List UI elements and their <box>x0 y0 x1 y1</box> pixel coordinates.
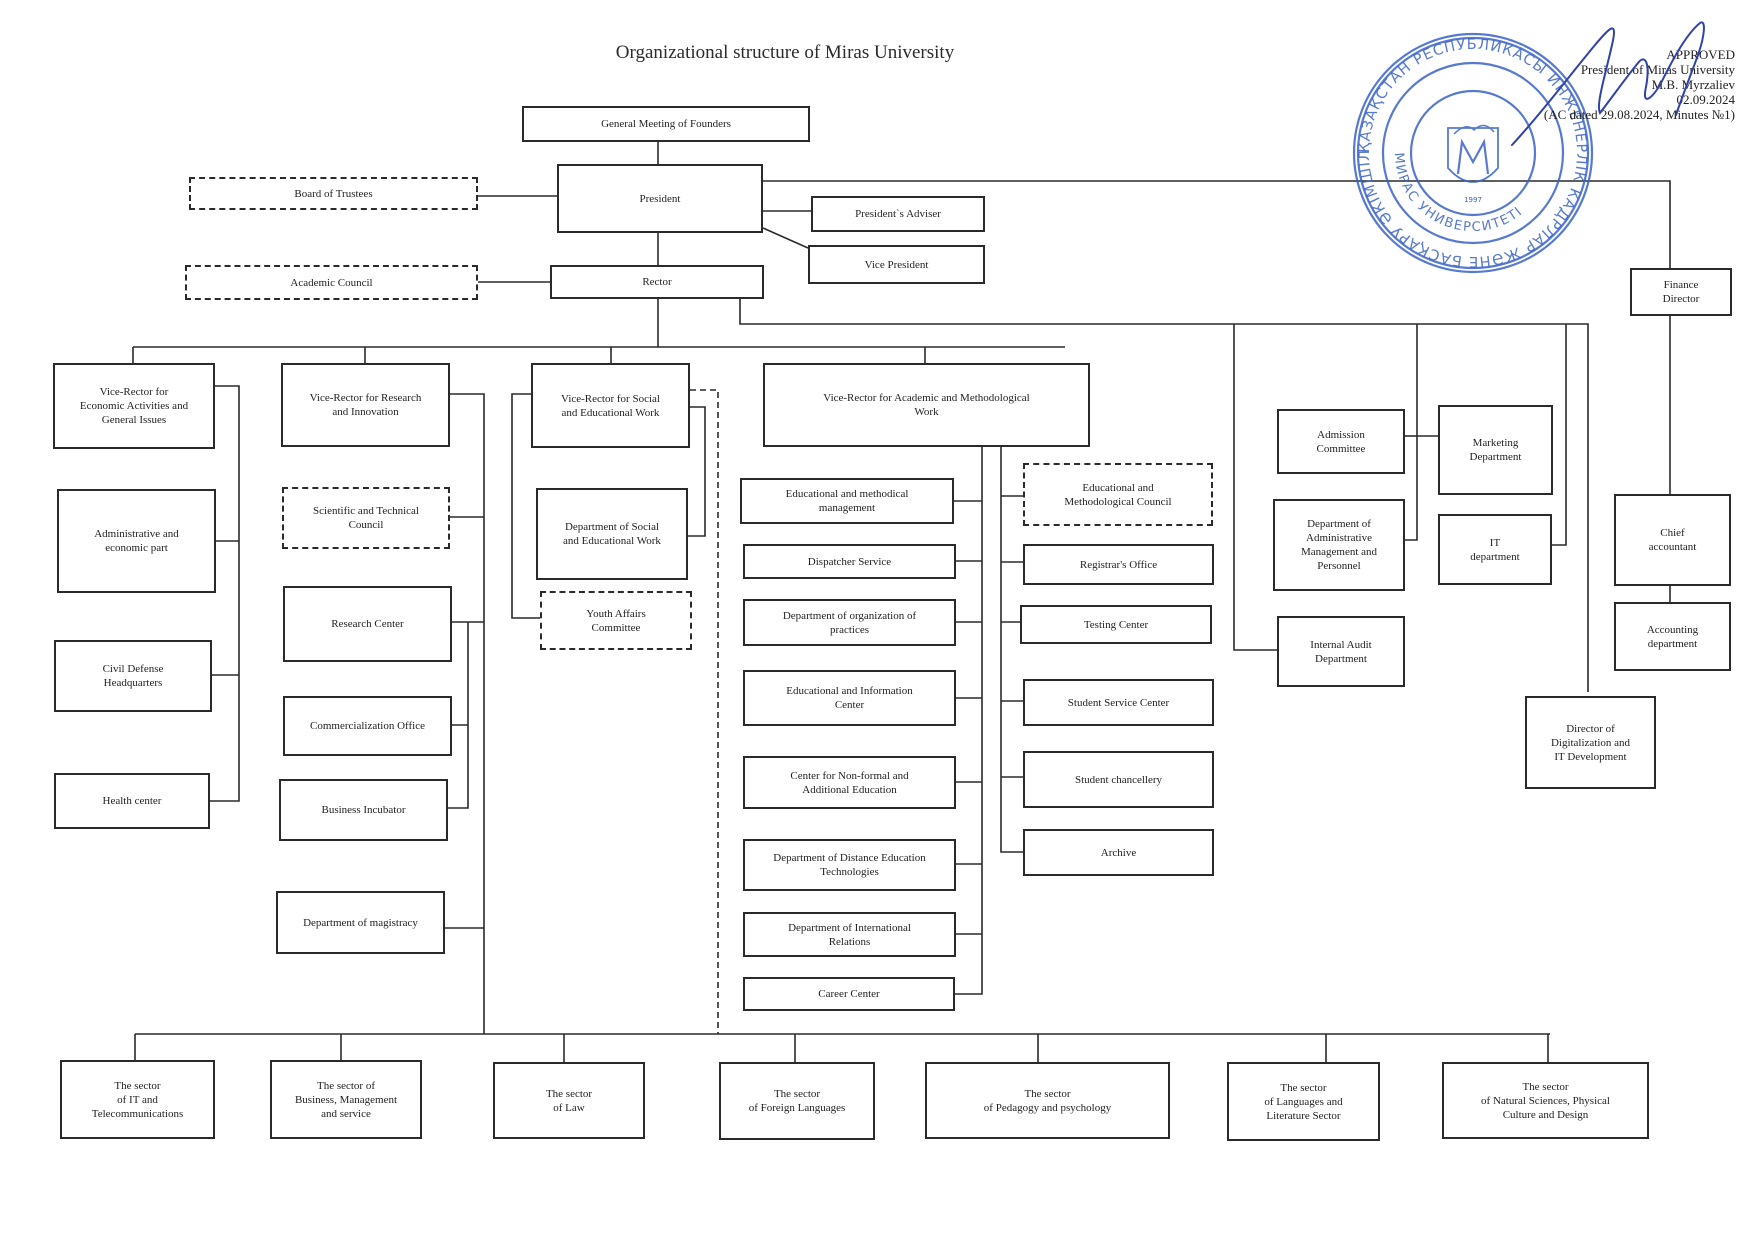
connector-it <box>1552 324 1567 546</box>
academic-council-box[interactable]: Academic Council <box>185 265 478 300</box>
sector-law[interactable]: The sector of Law <box>493 1062 645 1139</box>
practices-department-box[interactable]: Department of organization of practices <box>743 599 956 646</box>
distance-education-box[interactable]: Department of Distance Education Technol… <box>743 839 956 891</box>
vr-academic-box[interactable]: Vice-Rector for Academic and Methodologi… <box>763 363 1090 447</box>
admission-committee-box[interactable]: Admission Committee <box>1277 409 1405 474</box>
nonformal-center-box[interactable]: Center for Non-formal and Additional Edu… <box>743 756 956 809</box>
connector-col3-dashed <box>690 389 719 1034</box>
sector-pedagogy[interactable]: The sector of Pedagogy and psychology <box>925 1062 1170 1139</box>
president-box[interactable]: President <box>557 164 763 233</box>
international-relations-box[interactable]: Department of International Relations <box>743 912 956 957</box>
university-stamp: ҚАЗАҚСТАН РЕСПУБЛИКАСЫ ИНЖЕНЕРЛІК КАДРЛА… <box>1348 28 1594 274</box>
board-of-trustees-box[interactable]: Board of Trustees <box>189 177 478 210</box>
finance-director-box[interactable]: Finance Director <box>1630 268 1732 316</box>
sector-foreign-languages[interactable]: The sector of Foreign Languages <box>719 1062 875 1140</box>
approval-president: President of Miras University <box>1580 62 1735 77</box>
student-service-center-box[interactable]: Student Service Center <box>1023 679 1214 726</box>
career-center-box[interactable]: Career Center <box>743 977 955 1011</box>
vice-president-box[interactable]: Vice President <box>808 245 985 284</box>
connector-dept-admin <box>1405 324 1418 541</box>
approval-block: APPROVED President of Miras University M… <box>1440 47 1735 122</box>
digitalization-director-box[interactable]: Director of Digitalization and IT Develo… <box>1525 696 1656 789</box>
president-adviser-box[interactable]: President`s Adviser <box>811 196 985 232</box>
connector-col4-right <box>1000 447 1023 853</box>
connector-audit <box>1233 324 1277 651</box>
research-center-box[interactable]: Research Center <box>283 586 452 662</box>
connector-incubator <box>448 725 469 809</box>
dept-admin-personnel-box[interactable]: Department of Administrative Management … <box>1273 499 1405 591</box>
connector-rector-right <box>739 299 1589 692</box>
social-department-box[interactable]: Department of Social and Educational Wor… <box>536 488 688 580</box>
administrative-part-box[interactable]: Administrative and economic part <box>57 489 216 593</box>
vr-social-box[interactable]: Vice-Rector for Social and Educational W… <box>531 363 690 448</box>
page-title: Organizational structure of Miras Univer… <box>615 42 955 63</box>
sector-natural-sciences[interactable]: The sector of Natural Sciences, Physical… <box>1442 1062 1649 1139</box>
connector-youth <box>511 393 540 619</box>
commercialization-office-box[interactable]: Commercialization Office <box>283 696 452 756</box>
magistracy-box[interactable]: Department of magistracy <box>276 891 445 954</box>
rector-box[interactable]: Rector <box>550 265 764 299</box>
internal-audit-box[interactable]: Internal Audit Department <box>1277 616 1405 687</box>
edu-methodological-council-box[interactable]: Educational and Methodological Council <box>1023 463 1213 526</box>
sector-languages-literature[interactable]: The sector of Languages and Literature S… <box>1227 1062 1380 1141</box>
connector-commerce <box>452 622 469 726</box>
it-department-box[interactable]: IT department <box>1438 514 1552 585</box>
testing-center-box[interactable]: Testing Center <box>1020 605 1212 644</box>
connector-col4-left <box>955 447 983 995</box>
registrar-office-box[interactable]: Registrar's Office <box>1023 544 1214 585</box>
civil-defense-box[interactable]: Civil Defense Headquarters <box>54 640 212 712</box>
marketing-department-box[interactable]: Marketing Department <box>1438 405 1553 495</box>
approval-date: 02.09.2024 <box>1676 92 1736 107</box>
connector-social-dept <box>688 406 706 537</box>
connector-col2 <box>450 393 485 1032</box>
vr-research-box[interactable]: Vice-Rector for Research and Innovation <box>281 363 450 447</box>
connector-president-vp <box>762 227 809 249</box>
stamp-year: 1997 <box>1464 196 1482 204</box>
dispatcher-service-box[interactable]: Dispatcher Service <box>743 544 956 579</box>
edu-info-center-box[interactable]: Educational and Information Center <box>743 670 956 726</box>
chief-accountant-box[interactable]: Chief accountant <box>1614 494 1731 586</box>
president-signature <box>1511 21 1705 146</box>
connector-col1 <box>210 385 240 802</box>
vr-economic-box[interactable]: Vice-Rector for Economic Activities and … <box>53 363 215 449</box>
general-meeting-box[interactable]: General Meeting of Founders <box>522 106 810 142</box>
business-incubator-box[interactable]: Business Incubator <box>279 779 448 841</box>
health-center-box[interactable]: Health center <box>54 773 210 829</box>
approval-name: M.B. Myrzaliev <box>1651 77 1735 92</box>
approval-heading: APPROVED <box>1666 47 1735 62</box>
student-chancellery-box[interactable]: Student chancellery <box>1023 751 1214 808</box>
youth-affairs-box[interactable]: Youth Affairs Committee <box>540 591 692 650</box>
edu-management-box[interactable]: Educational and methodical management <box>740 478 954 524</box>
connector-president-finance <box>763 180 1671 268</box>
archive-box[interactable]: Archive <box>1023 829 1214 876</box>
accounting-department-box[interactable]: Accounting department <box>1614 602 1731 671</box>
sector-business[interactable]: The sector of Business, Management and s… <box>270 1060 422 1139</box>
sector-it[interactable]: The sector of IT and Telecommunications <box>60 1060 215 1139</box>
scientific-council-box[interactable]: Scientific and Technical Council <box>282 487 450 549</box>
approval-minutes: (AC dated 29.08.2024, Minutes №1) <box>1543 107 1735 122</box>
